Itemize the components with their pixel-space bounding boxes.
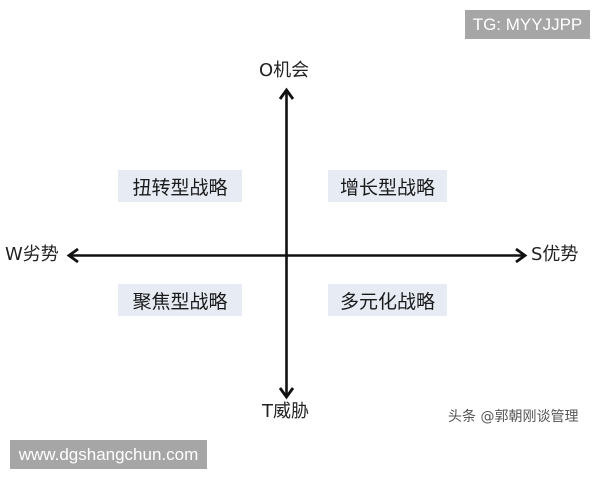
quadrant-focus-strategy: 聚焦型战略	[118, 284, 242, 316]
arrow-up-icon	[278, 87, 295, 100]
watermark-bottom-left: www.dgshangchun.com	[10, 440, 207, 469]
quadrant-growth-strategy: 增长型战略	[328, 170, 447, 202]
watermark-top-right: TG: MYYJJPP	[465, 10, 590, 39]
arrow-right-icon	[515, 247, 528, 264]
arrow-down-icon	[278, 387, 295, 400]
quadrant-diversification-strategy: 多元化战略	[328, 284, 447, 316]
source-credit: 头条 @郭朝刚谈管理	[448, 409, 579, 425]
axis-label-threat: T威胁	[262, 401, 309, 422]
axis-label-weakness: W劣势	[5, 244, 59, 265]
axis-label-opportunity: O机会	[259, 60, 310, 81]
arrow-left-icon	[66, 247, 79, 264]
quadrant-turnaround-strategy: 扭转型战略	[118, 170, 242, 202]
axis-label-strength: S优势	[531, 244, 579, 265]
